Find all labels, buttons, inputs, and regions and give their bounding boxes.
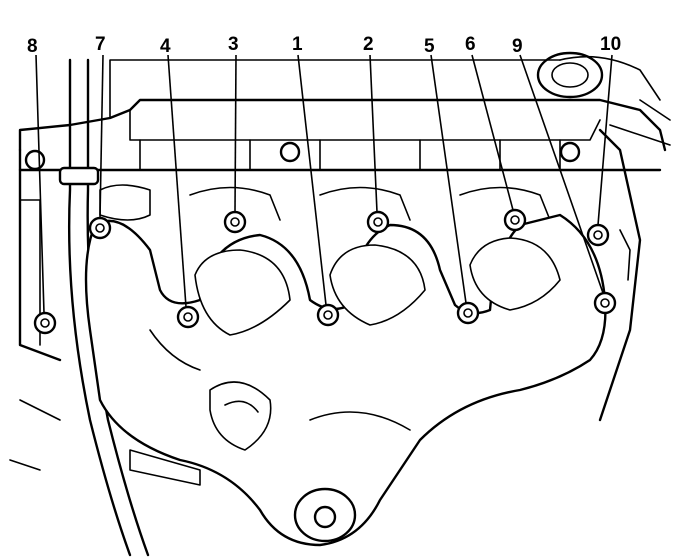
callout-7: 7 xyxy=(95,34,106,55)
bolt-7 xyxy=(88,216,112,240)
callout-8: 8 xyxy=(27,36,38,57)
callout-10: 10 xyxy=(600,34,621,55)
bolt-2 xyxy=(366,210,390,234)
bolt-1 xyxy=(316,303,340,327)
callout-labels: 8 7 4 3 1 2 5 6 9 10 xyxy=(27,34,621,57)
callout-6: 6 xyxy=(465,34,476,55)
manifold-bolts xyxy=(33,208,617,335)
bolt-8 xyxy=(33,311,57,335)
bolt-6 xyxy=(503,208,527,232)
bolt-5 xyxy=(456,301,480,325)
bolt-9 xyxy=(593,291,617,315)
callout-9: 9 xyxy=(512,36,523,57)
callout-4: 4 xyxy=(160,36,171,57)
bolt-10 xyxy=(586,223,610,247)
exhaust-manifold xyxy=(84,213,607,547)
callout-5: 5 xyxy=(424,36,435,57)
callout-1: 1 xyxy=(292,34,303,55)
bolt-3 xyxy=(223,210,247,234)
callout-2: 2 xyxy=(363,34,374,55)
leader-lines xyxy=(35,54,613,314)
callout-3: 3 xyxy=(228,34,239,55)
bolt-4 xyxy=(176,305,200,329)
